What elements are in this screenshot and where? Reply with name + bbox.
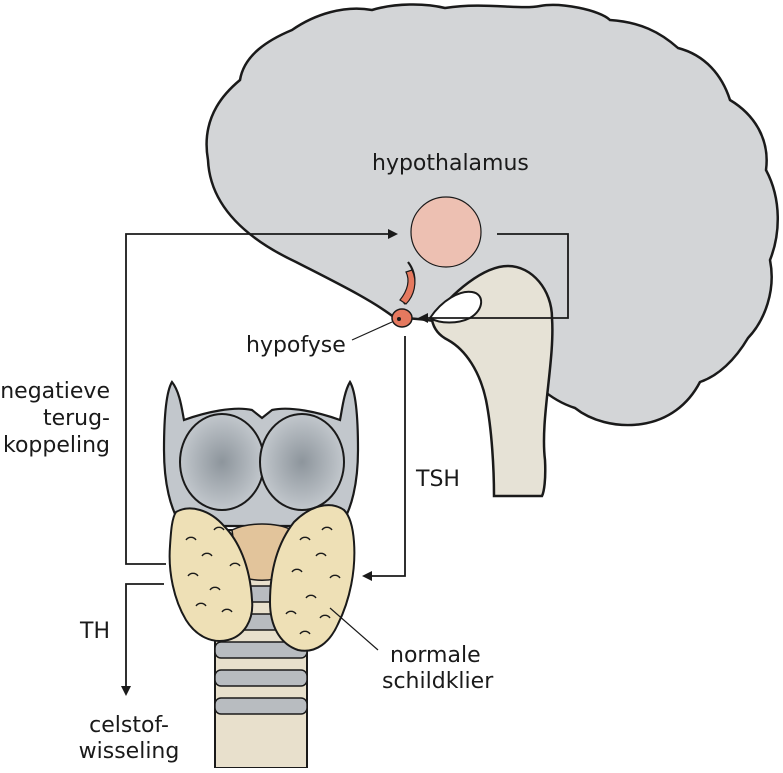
feedback-label-line3: koppeling bbox=[2, 433, 110, 458]
cartilage-lobe-right bbox=[259, 413, 345, 511]
thyroid-follicles bbox=[185, 526, 341, 635]
thyroid-lobe-right bbox=[268, 504, 356, 652]
leader-schildklier bbox=[329, 607, 379, 651]
arrow-tsh bbox=[362, 336, 406, 581]
feedback-label-line2: terug- bbox=[42, 406, 110, 431]
feedback-label-line1: negatieve bbox=[0, 379, 110, 404]
pituitary-gland bbox=[391, 308, 413, 328]
hypothalamus-label: hypothalamus bbox=[372, 151, 529, 176]
hypothalamus-circle bbox=[410, 196, 482, 268]
metabolism-label-line2: wisseling bbox=[78, 739, 180, 764]
th-label: TH bbox=[80, 619, 110, 644]
cartilage-lobe-left bbox=[179, 413, 265, 511]
arrow-negative-feedback bbox=[125, 229, 398, 565]
metabolism-label-line1: celstof- bbox=[89, 713, 169, 738]
brain bbox=[205, 3, 779, 427]
thyroid-label-line1: normale bbox=[390, 643, 481, 668]
pituitary-stalk-inner bbox=[399, 269, 416, 305]
tsh-label: TSH bbox=[416, 467, 460, 492]
hypofyse-label: hypofyse bbox=[246, 333, 346, 358]
brain-pocket bbox=[428, 290, 483, 324]
thyroid-label-line2: schildklier bbox=[382, 669, 494, 694]
arrow-th bbox=[121, 583, 164, 696]
arrow-hypothalamus-to-hypofyse bbox=[418, 233, 569, 323]
brainstem bbox=[430, 264, 554, 498]
pituitary-dot bbox=[397, 317, 401, 321]
leader-hypofyse bbox=[351, 321, 393, 341]
thyroid-lobe-left bbox=[168, 507, 254, 642]
